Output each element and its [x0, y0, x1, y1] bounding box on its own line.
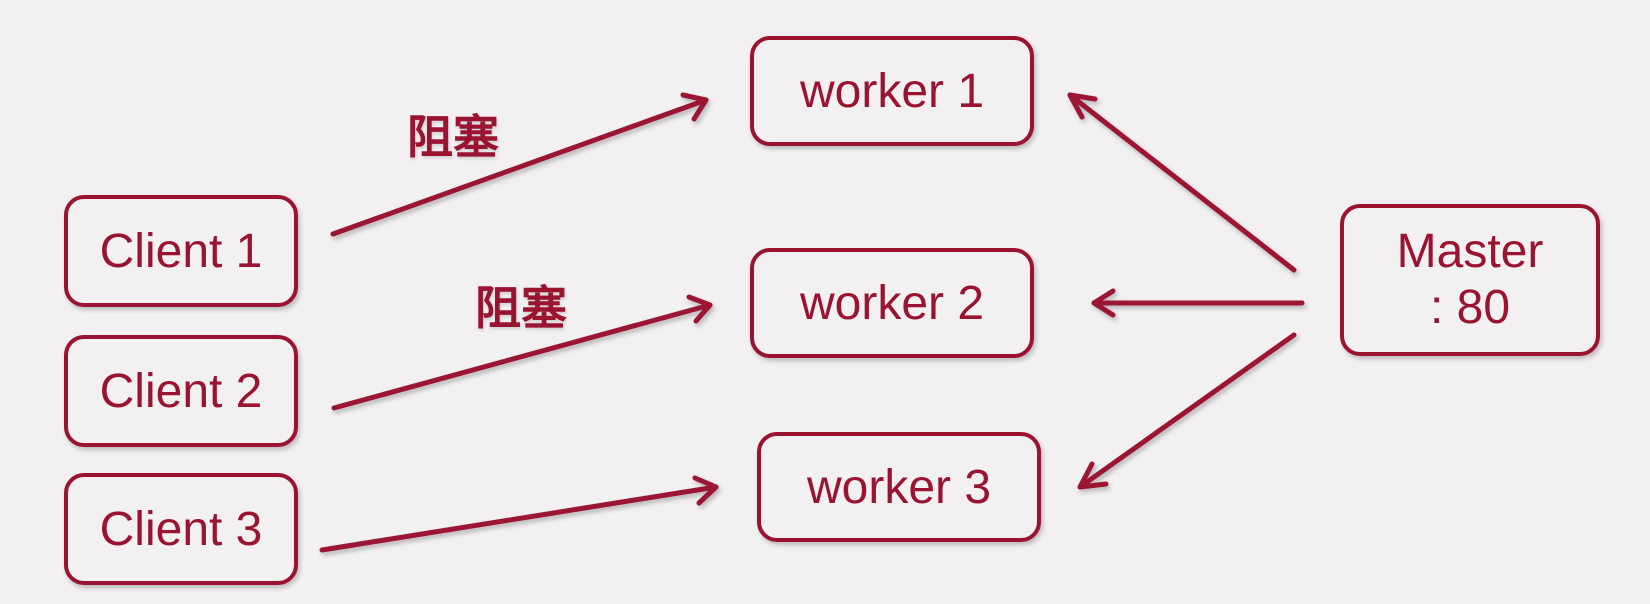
worker-2-node: worker 2: [750, 248, 1034, 358]
worker-1-label: worker 1: [799, 64, 985, 118]
worker-1-node: worker 1: [750, 36, 1034, 146]
arrow-master-worker2: [1091, 288, 1305, 318]
arrow-client3-worker3: [319, 475, 719, 553]
worker-2-label: worker 2: [799, 276, 985, 330]
blocking-label-2: 阻塞: [475, 281, 567, 335]
master-title: Master: [1396, 225, 1544, 278]
worker-3-node: worker 3: [757, 432, 1041, 542]
arrow-master-worker1: [1067, 92, 1297, 273]
client-1-node: Client 1: [64, 195, 298, 307]
master-port: : 80: [1429, 281, 1511, 334]
client-2-node: Client 2: [64, 335, 298, 447]
arrow-master-worker3: [1077, 332, 1297, 490]
blocking-label-1: 阻塞: [407, 110, 499, 164]
client-3-label: Client 3: [99, 502, 263, 556]
client-1-label: Client 1: [99, 224, 263, 278]
arrow-client2-worker2: [331, 294, 713, 411]
worker-3-label: worker 3: [806, 460, 992, 514]
client-2-label: Client 2: [99, 364, 263, 418]
client-3-node: Client 3: [64, 473, 298, 585]
arrow-client1-worker1: [330, 92, 709, 237]
master-node: Master : 80: [1340, 204, 1600, 356]
